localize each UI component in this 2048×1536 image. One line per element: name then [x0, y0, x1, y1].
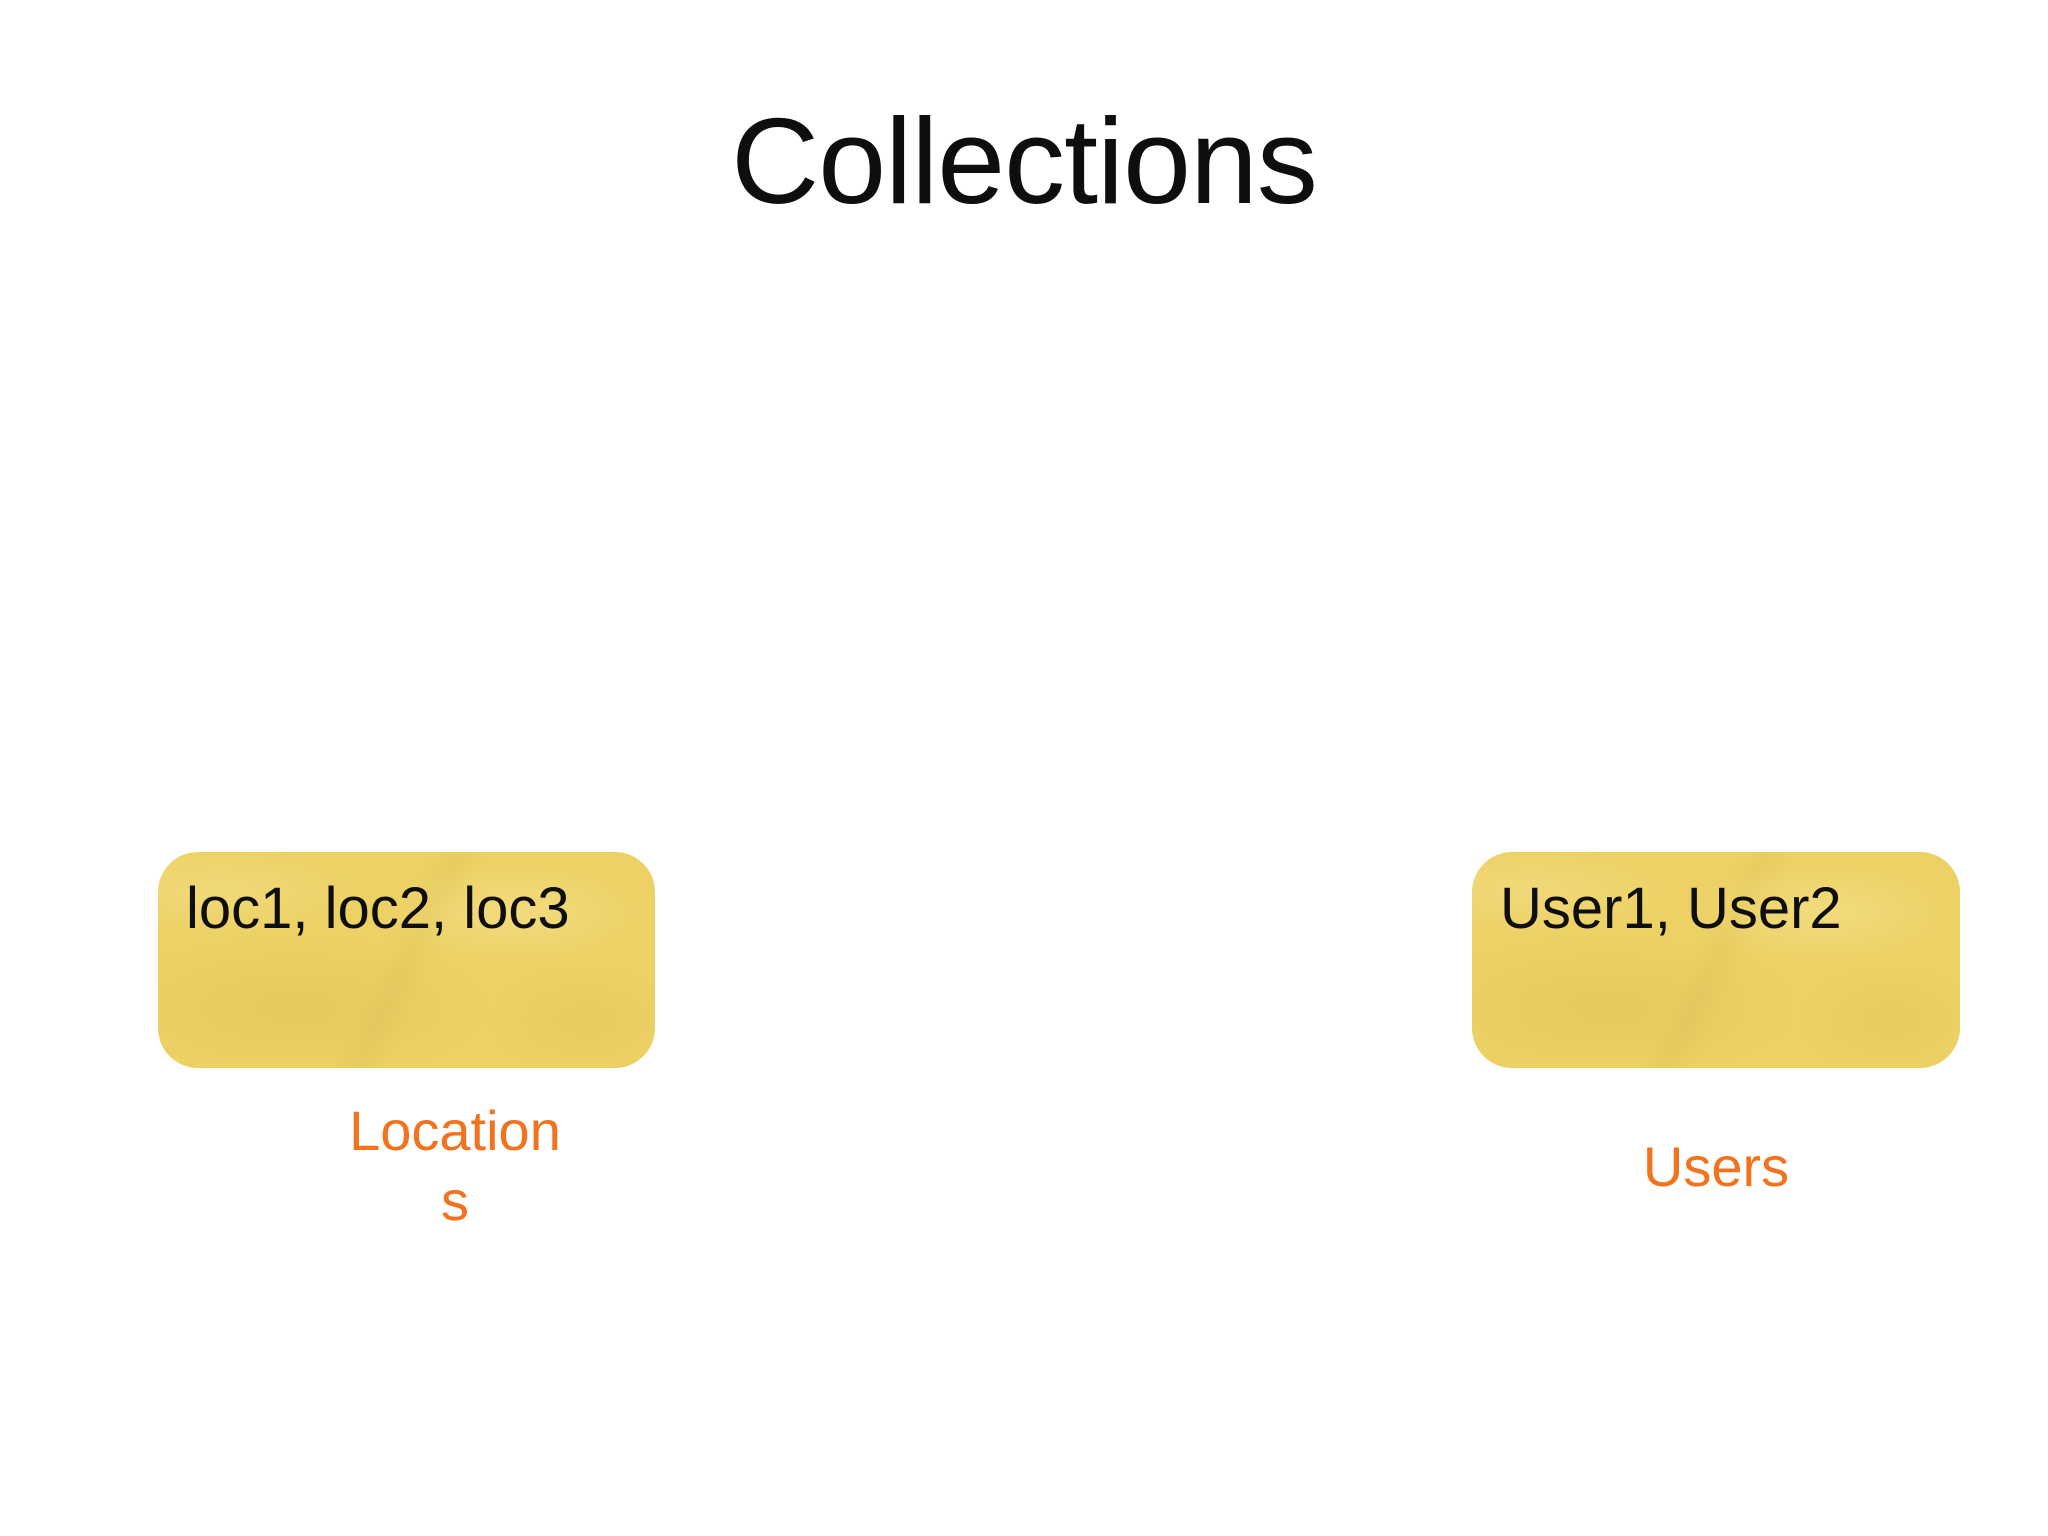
users-items-text: User1, User2: [1500, 876, 1842, 941]
locations-items-text: loc1, loc2, loc3: [186, 876, 570, 941]
users-label: Users: [1642, 1135, 1790, 1198]
slide-title: Collections: [731, 93, 1318, 229]
locations-note-shape: loc1, loc2, loc3: [158, 852, 655, 1068]
users-note-shape: User1, User2: [1472, 852, 1960, 1068]
locations-label: Location s: [349, 1099, 561, 1232]
